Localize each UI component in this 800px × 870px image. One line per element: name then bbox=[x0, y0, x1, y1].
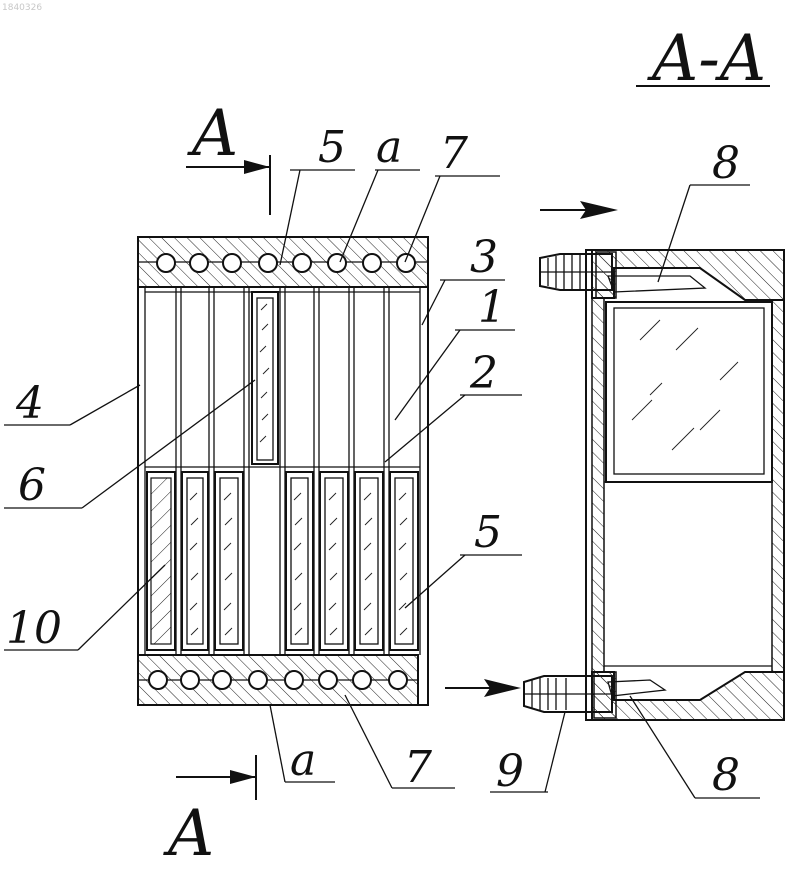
section-mark-bottom: A bbox=[163, 755, 256, 870]
label-5-right: 5 bbox=[474, 507, 502, 558]
label-a-bottom: a bbox=[290, 735, 316, 786]
label-1: 1 bbox=[478, 282, 506, 333]
label-a-top: a bbox=[376, 122, 402, 173]
section-body-outline bbox=[586, 250, 784, 720]
label-8-bottom: 8 bbox=[712, 750, 740, 801]
front-view-assembly bbox=[138, 237, 428, 705]
section-left-wall bbox=[592, 298, 604, 672]
glass-plates-lower bbox=[147, 472, 418, 650]
label-6: 6 bbox=[18, 460, 46, 511]
watermark-text: 1840326 bbox=[2, 3, 42, 13]
glass-plate-raised bbox=[252, 292, 278, 464]
label-10: 10 bbox=[6, 603, 62, 654]
label-8-top: 8 bbox=[712, 138, 740, 189]
label-2: 2 bbox=[469, 348, 498, 399]
label-7-bottom: 7 bbox=[404, 742, 432, 793]
section-glass-window bbox=[606, 302, 772, 482]
label-4: 4 bbox=[15, 378, 44, 429]
section-mark-top-letter: A bbox=[187, 97, 238, 171]
label-7-top: 7 bbox=[440, 128, 468, 179]
label-5-top: 5 bbox=[318, 122, 346, 173]
section-mark-top: A bbox=[186, 97, 270, 215]
arrow-icon bbox=[244, 160, 270, 174]
arrow-icon bbox=[230, 770, 256, 784]
section-top-channel bbox=[608, 276, 705, 292]
section-title: A-A bbox=[647, 22, 766, 96]
section-top-block bbox=[592, 250, 784, 300]
section-bottom-block bbox=[592, 672, 784, 720]
bottom-fitting bbox=[524, 672, 616, 718]
section-right-wall bbox=[772, 300, 784, 672]
label-3: 3 bbox=[470, 232, 498, 283]
label-9: 9 bbox=[496, 746, 524, 797]
top-fitting bbox=[540, 252, 616, 298]
section-mark-bottom-letter: A bbox=[163, 797, 214, 870]
